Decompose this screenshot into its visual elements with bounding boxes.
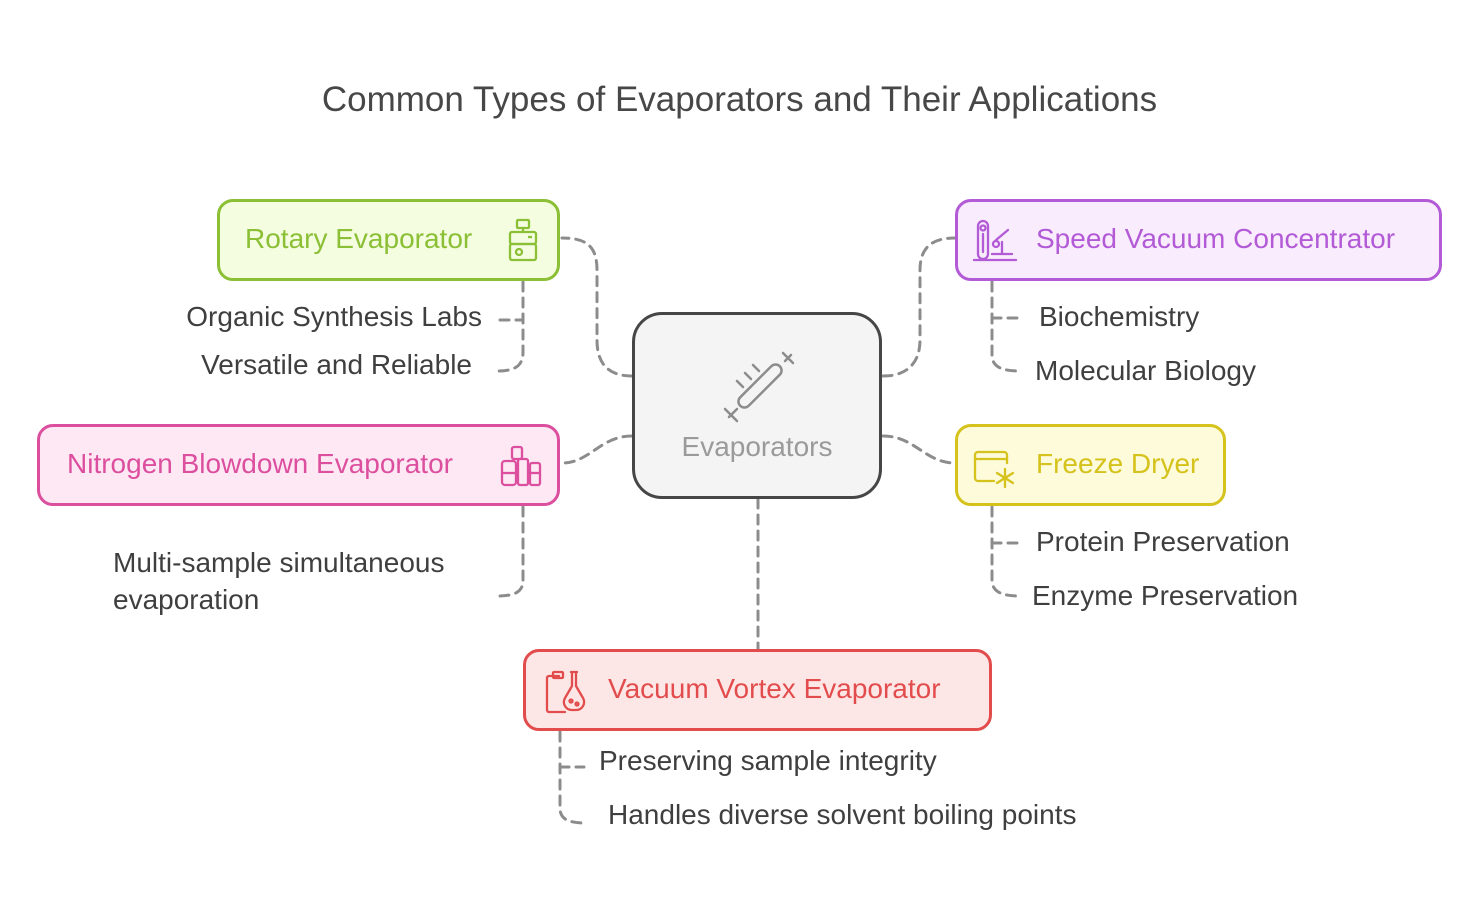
nitrogen-item-1: Multi-sample simultaneous evaporation bbox=[113, 544, 493, 618]
diagram-title: Common Types of Evaporators and Their Ap… bbox=[321, 80, 1158, 119]
freeze-dryer-item-2: Enzyme Preservation bbox=[1032, 580, 1299, 611]
speed-vacuum-item-1: Biochemistry bbox=[1039, 301, 1200, 332]
node-label: Nitrogen Blowdown Evaporator bbox=[67, 448, 453, 479]
node-label: Rotary Evaporator bbox=[245, 223, 473, 254]
flask-clipboard-icon bbox=[545, 670, 586, 714]
node-speed-vacuum-concentrator: Speed Vacuum Concentrator bbox=[955, 199, 1442, 281]
freeze-dryer-item-1: Protein Preservation bbox=[1036, 526, 1290, 557]
connector-center-nitrogen bbox=[560, 434, 634, 465]
connector-vortex-items bbox=[558, 730, 588, 825]
connector-rotary-items bbox=[495, 280, 525, 373]
connector-center-rotary bbox=[560, 236, 634, 378]
node-vacuum-vortex-evaporator: Vacuum Vortex Evaporator bbox=[523, 649, 992, 731]
node-freeze-dryer: Freeze Dryer bbox=[955, 424, 1226, 506]
connector-center-speed-vacuum bbox=[881, 236, 957, 378]
lab-equipment-icon bbox=[972, 219, 1018, 262]
node-label: Freeze Dryer bbox=[1036, 448, 1200, 479]
center-node: Evaporators bbox=[632, 312, 882, 499]
speed-vacuum-item-2: Molecular Biology bbox=[1035, 355, 1256, 386]
nitrogen-item-text: Multi-sample simultaneous evaporation bbox=[113, 547, 445, 615]
connector-center-freeze bbox=[881, 434, 957, 465]
center-label: Evaporators bbox=[681, 431, 833, 462]
rotary-item-1: Organic Synthesis Labs bbox=[186, 301, 482, 332]
rotary-evaporator-icon bbox=[508, 218, 538, 262]
rotary-item-2: Versatile and Reliable bbox=[201, 349, 472, 380]
vacuum-vortex-item-1: Preserving sample integrity bbox=[599, 745, 937, 776]
syringe-icon bbox=[723, 351, 795, 423]
connector-speed-items bbox=[990, 280, 1022, 373]
factory-tanks-icon bbox=[500, 445, 542, 487]
freezer-snowflake-icon bbox=[973, 450, 1015, 489]
connector-freeze-items bbox=[990, 505, 1022, 598]
node-rotary-evaporator: Rotary Evaporator bbox=[217, 199, 560, 281]
connector-nitrogen-items bbox=[495, 505, 525, 598]
node-label: Speed Vacuum Concentrator bbox=[1036, 223, 1396, 254]
node-label: Vacuum Vortex Evaporator bbox=[608, 673, 941, 704]
node-nitrogen-blowdown-evaporator: Nitrogen Blowdown Evaporator bbox=[37, 424, 560, 506]
vacuum-vortex-item-2: Handles diverse solvent boiling points bbox=[608, 799, 1077, 830]
